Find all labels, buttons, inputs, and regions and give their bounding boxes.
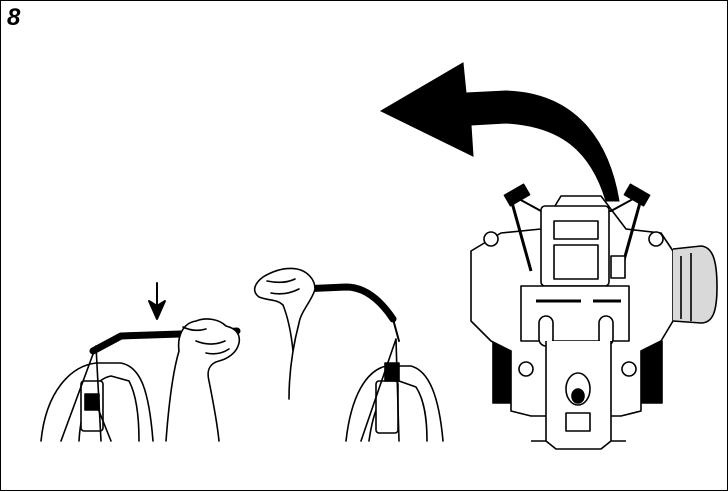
discharge-chute	[672, 245, 718, 324]
step-number: 8	[7, 4, 21, 31]
handle-knob-left	[84, 393, 100, 411]
press-arrow	[148, 282, 166, 320]
handle-knob-right	[384, 362, 400, 382]
left-view	[40, 282, 241, 442]
rotation-arrow	[379, 62, 620, 202]
handle-upper-right	[297, 283, 397, 323]
hand-left	[165, 318, 241, 442]
right-view	[253, 267, 444, 442]
rear-housing-left	[40, 362, 154, 442]
hand-right	[253, 267, 316, 400]
mower-top-view	[470, 183, 718, 450]
handle-lower-right	[360, 338, 400, 442]
